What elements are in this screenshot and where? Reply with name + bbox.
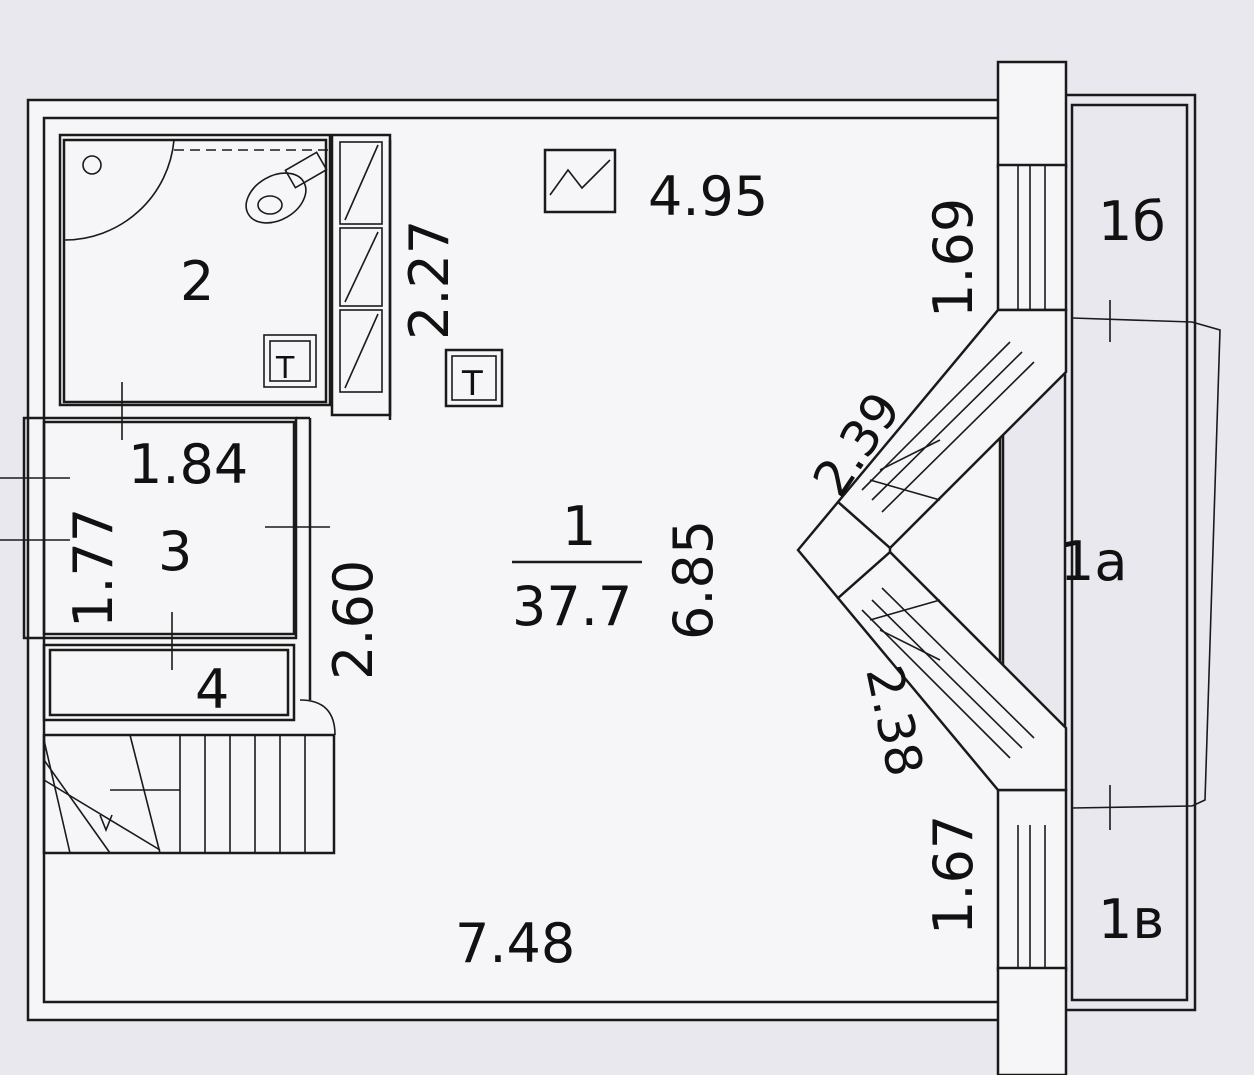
t-mark-main: T	[461, 364, 483, 404]
dimension-2-60: 2.60	[322, 560, 385, 680]
dimension-2-27: 2.27	[398, 220, 461, 340]
dimension-1-69: 1.69	[922, 198, 985, 318]
rooms-3-4	[0, 382, 330, 722]
vent-icon	[543, 148, 617, 214]
room-1v-label: 1в	[1098, 888, 1164, 951]
dimension-1-77: 1.77	[62, 508, 125, 628]
room-1-area: 37.7	[512, 575, 632, 638]
dimension-1-84: 1.84	[128, 433, 248, 496]
closet-shafts	[330, 133, 392, 420]
room-1-number: 1	[562, 495, 596, 558]
dimension-6-85: 6.85	[662, 520, 725, 640]
room-1a-label: 1а	[1060, 530, 1127, 593]
t-mark-bathroom: T	[275, 351, 295, 386]
room-2-label: 2	[180, 250, 214, 313]
room-4-label: 4	[195, 658, 229, 721]
bathroom-room-2	[58, 133, 332, 407]
bay-window	[796, 308, 1068, 792]
t-outlet-icon	[444, 348, 504, 408]
dimension-1-67: 1.67	[922, 815, 985, 935]
room-3-label: 3	[158, 520, 192, 583]
wall-pillars	[996, 60, 1068, 1075]
toilet-icon	[245, 151, 328, 224]
dimension-7-48: 7.48	[455, 912, 575, 975]
room-1b-label: 1б	[1098, 190, 1166, 253]
staircase	[42, 699, 336, 855]
balcony-glazing	[1071, 300, 1221, 830]
dimension-4-95: 4.95	[648, 165, 768, 228]
